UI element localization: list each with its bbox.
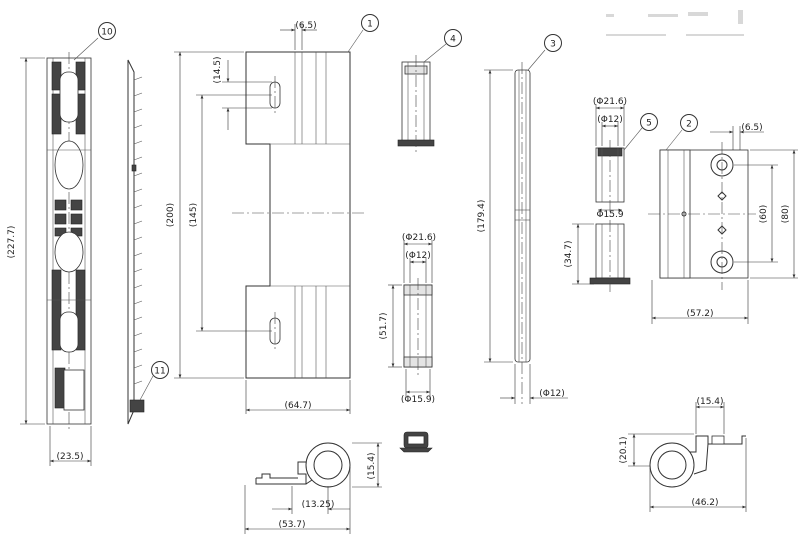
dim-phi21-6-b-label: (Φ21.6) (593, 97, 627, 107)
dim-6-5-right: (6.5) (710, 123, 764, 150)
dim-phi15-9-b-label: Φ15.9 (596, 210, 623, 220)
callout-1: 1 (347, 14, 379, 53)
callout-3-label: 3 (550, 40, 556, 50)
dim-51-7-label: (51.7) (379, 312, 389, 339)
dim-34-7-label: (34.7) (564, 240, 574, 267)
dim-phi12-b-label: (Φ12) (597, 115, 623, 125)
dim-14-5: (14.5) (213, 56, 272, 130)
part-2-plate (648, 142, 756, 290)
dim-6-5-right-label: (6.5) (741, 123, 762, 133)
dim-20-1-label: (20.1) (619, 436, 629, 463)
dim-6-5-top-label: (6.5) (295, 21, 316, 31)
dim-phi21-6-b: (Φ21.6) (593, 97, 627, 146)
part-2-profile: (15.4) (20.1) (46.2) (619, 397, 747, 512)
dim-64-7: (64.7) (245, 380, 351, 414)
callout-5-label: 5 (646, 119, 652, 129)
callout-2: 2 (665, 114, 698, 151)
part-1-profile: (15.4) (13.25) (53.7) (244, 442, 382, 534)
dim-80: (80) (750, 149, 798, 279)
dim-phi12-b: (Φ12) (597, 115, 623, 146)
part-5-bushing-pair (589, 140, 631, 292)
dim-phi21-6-a-label: (Φ21.6) (402, 233, 436, 243)
callout-11: 11 (139, 361, 169, 401)
dim-53-7-label: (53.7) (278, 520, 305, 530)
dim-phi21-6-a: (Φ21.6) (402, 233, 436, 283)
callout-10: 10 (73, 22, 116, 61)
frame-side-profile (127, 59, 145, 425)
callout-2-label: 2 (686, 120, 692, 130)
callout-4-label: 4 (450, 35, 456, 45)
dim-14-5-label: (14.5) (213, 56, 223, 83)
part-4-end-view (399, 431, 433, 453)
callout-1-label: 1 (367, 20, 373, 30)
callout-4: 4 (423, 29, 462, 63)
dim-64-7-label: (64.7) (284, 401, 311, 411)
part-4-bushing (397, 55, 435, 152)
corner-artifact (606, 10, 744, 36)
dim-51-7: (51.7) (379, 284, 402, 368)
dim-200: (200) (166, 51, 244, 379)
dim-57-2-label: (57.2) (686, 309, 713, 319)
dim-23-5-label: (23.5) (56, 452, 83, 462)
dim-227-7-label: (227.7) (7, 226, 17, 259)
dim-phi12-a-label: (Φ12) (405, 251, 431, 261)
dim-46-2-label: (46.2) (691, 498, 718, 508)
dim-60: (60) (734, 164, 778, 263)
dim-179-4: (179.4) (477, 69, 513, 363)
dim-6-5-top: (6.5) (280, 21, 317, 50)
dim-60-label: (60) (759, 205, 769, 223)
callout-5: 5 (623, 113, 658, 151)
dim-phi15-9-a-label: (Φ15.9) (401, 395, 435, 405)
dim-145: (145) (189, 94, 272, 332)
part-10-frame (46, 52, 92, 430)
dim-phi12-rod-label: (Φ12) (539, 389, 565, 399)
dim-13-25-label: (13.25) (302, 500, 335, 510)
dim-phi12-rod: (Φ12) (500, 364, 568, 404)
part-1-leaf (232, 51, 365, 379)
dim-34-7: (34.7) (564, 223, 594, 285)
callout-3: 3 (527, 34, 562, 71)
dim-phi15-9-b: Φ15.9 (596, 208, 624, 220)
part-3-pin (514, 62, 531, 404)
dim-200-label: (200) (166, 203, 176, 227)
dim-23-5: (23.5) (49, 426, 92, 466)
dim-15-4-right-label: (15.4) (696, 397, 723, 407)
dim-179-4-label: (179.4) (477, 200, 487, 233)
dim-57-2: (57.2) (651, 280, 749, 324)
dim-phi12-a: (Φ12) (405, 251, 431, 283)
dim-phi15-9-a: (Φ15.9) (401, 369, 435, 405)
dim-227-7: (227.7) (7, 57, 45, 425)
dim-15-4-bottom-label: (15.4) (367, 452, 377, 479)
callout-11-label: 11 (154, 367, 165, 377)
callout-10-label: 10 (101, 28, 113, 38)
part-4-bushing-section (403, 278, 433, 375)
dim-145-label: (145) (189, 203, 199, 227)
dim-80-label: (80) (781, 205, 791, 223)
